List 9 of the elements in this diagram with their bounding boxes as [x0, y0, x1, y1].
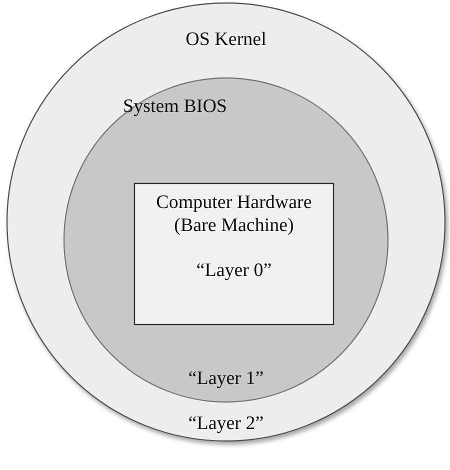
middle-ring — [63, 77, 389, 403]
layer-name: OS Kernel — [184, 28, 268, 51]
layer-number: “Layer 1” — [187, 367, 265, 390]
layer-name: System BIOS — [123, 95, 228, 118]
layer-number: “Layer 0” — [195, 259, 273, 282]
layer-name: Computer Hardware (Bare Machine) — [155, 191, 313, 237]
hardware-box — [134, 183, 334, 325]
layer-number: “Layer 2” — [187, 412, 265, 435]
outer-ring — [6, 2, 446, 442]
